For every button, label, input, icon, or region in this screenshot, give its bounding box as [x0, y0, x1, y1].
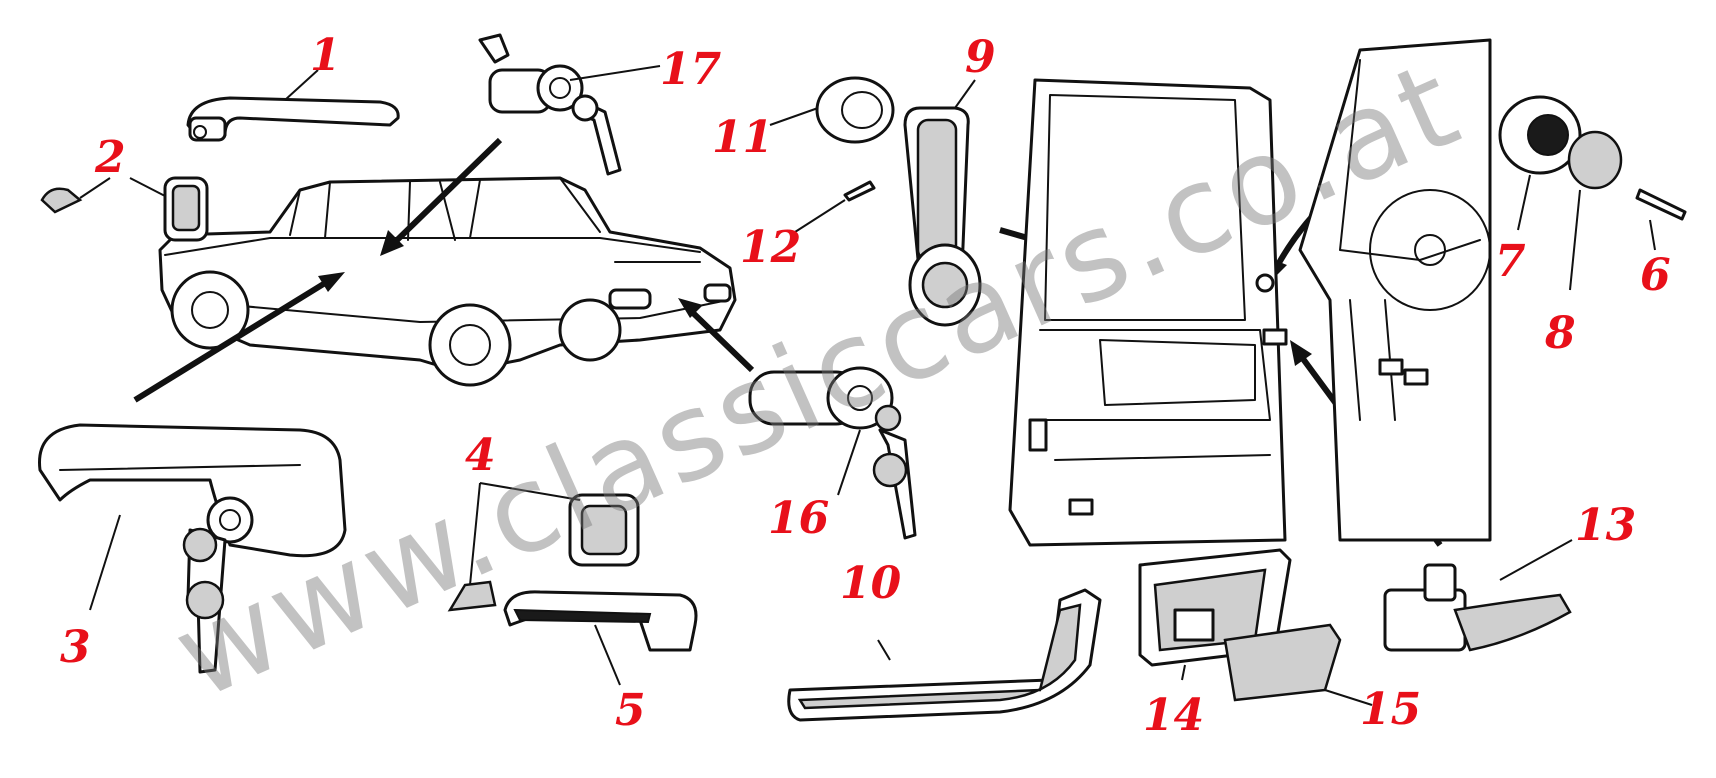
part-1-door-handle	[186, 69, 400, 142]
callout-numbers: 1 2 3 4 5 6 7 8 9 10 11 12 13 14 15 16 1…	[60, 30, 1671, 741]
callout-14: 14	[1143, 690, 1204, 741]
callout-2: 2	[94, 132, 126, 183]
part-3-handle-with-lock	[38, 423, 347, 674]
callout-6: 6	[1640, 250, 1671, 301]
watermark: www.classiccars.co.at	[155, 35, 1480, 727]
part-10-armrest	[787, 588, 1102, 722]
callout-11: 11	[712, 112, 773, 163]
callout-3: 3	[60, 622, 91, 673]
part-12-screw	[794, 180, 876, 233]
callout-7: 7	[1495, 236, 1526, 287]
part-7-crank-knob	[1498, 95, 1582, 231]
callout-1: 1	[310, 30, 341, 81]
part-5-door-handle	[503, 590, 698, 686]
callout-15: 15	[1360, 684, 1421, 735]
callout-16: 16	[768, 493, 829, 544]
part-11-bezel-ring	[769, 76, 895, 144]
part-15-pad	[1223, 623, 1373, 706]
part-13-inner-handle	[1383, 539, 1573, 652]
part-8-cap	[1567, 130, 1623, 291]
part-16-trunk-lock	[748, 366, 917, 540]
part-9-window-crank	[903, 79, 982, 327]
part-4-handle-pads	[447, 482, 640, 612]
callout-12: 12	[740, 222, 801, 273]
callout-4: 4	[465, 430, 496, 481]
car-illustration	[138, 176, 737, 390]
callout-17: 17	[660, 44, 722, 95]
callout-8: 8	[1544, 308, 1576, 359]
part-6-screw	[1635, 188, 1687, 251]
callout-10: 10	[840, 558, 902, 609]
part-17-lock-cylinder	[478, 33, 661, 176]
open-door-illustration	[1008, 38, 1492, 547]
callout-5: 5	[615, 685, 646, 736]
callout-13: 13	[1575, 500, 1636, 551]
callout-9: 9	[965, 32, 996, 83]
part-2-handle-pads	[40, 176, 209, 242]
